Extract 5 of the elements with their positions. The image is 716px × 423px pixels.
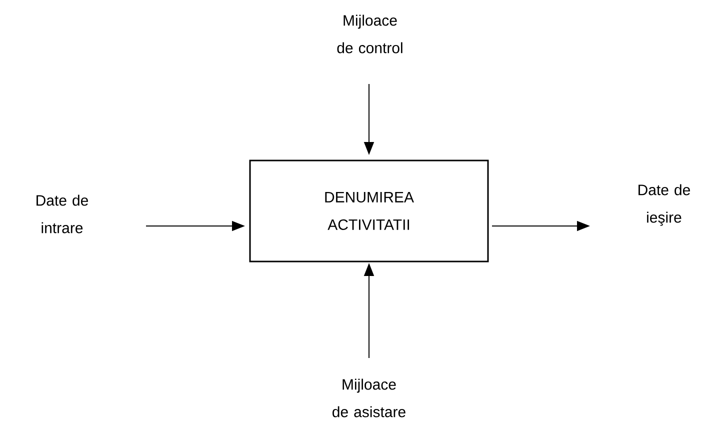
- label-text: Date de ieşire: [638, 184, 690, 226]
- label-text: Mijloace de asistare: [332, 378, 406, 418]
- label-text: Mijloace de control: [337, 14, 402, 54]
- label-text: Date de intrare: [36, 194, 88, 234]
- activity-box: DENUMIREA ACTIVITATII: [249, 160, 489, 262]
